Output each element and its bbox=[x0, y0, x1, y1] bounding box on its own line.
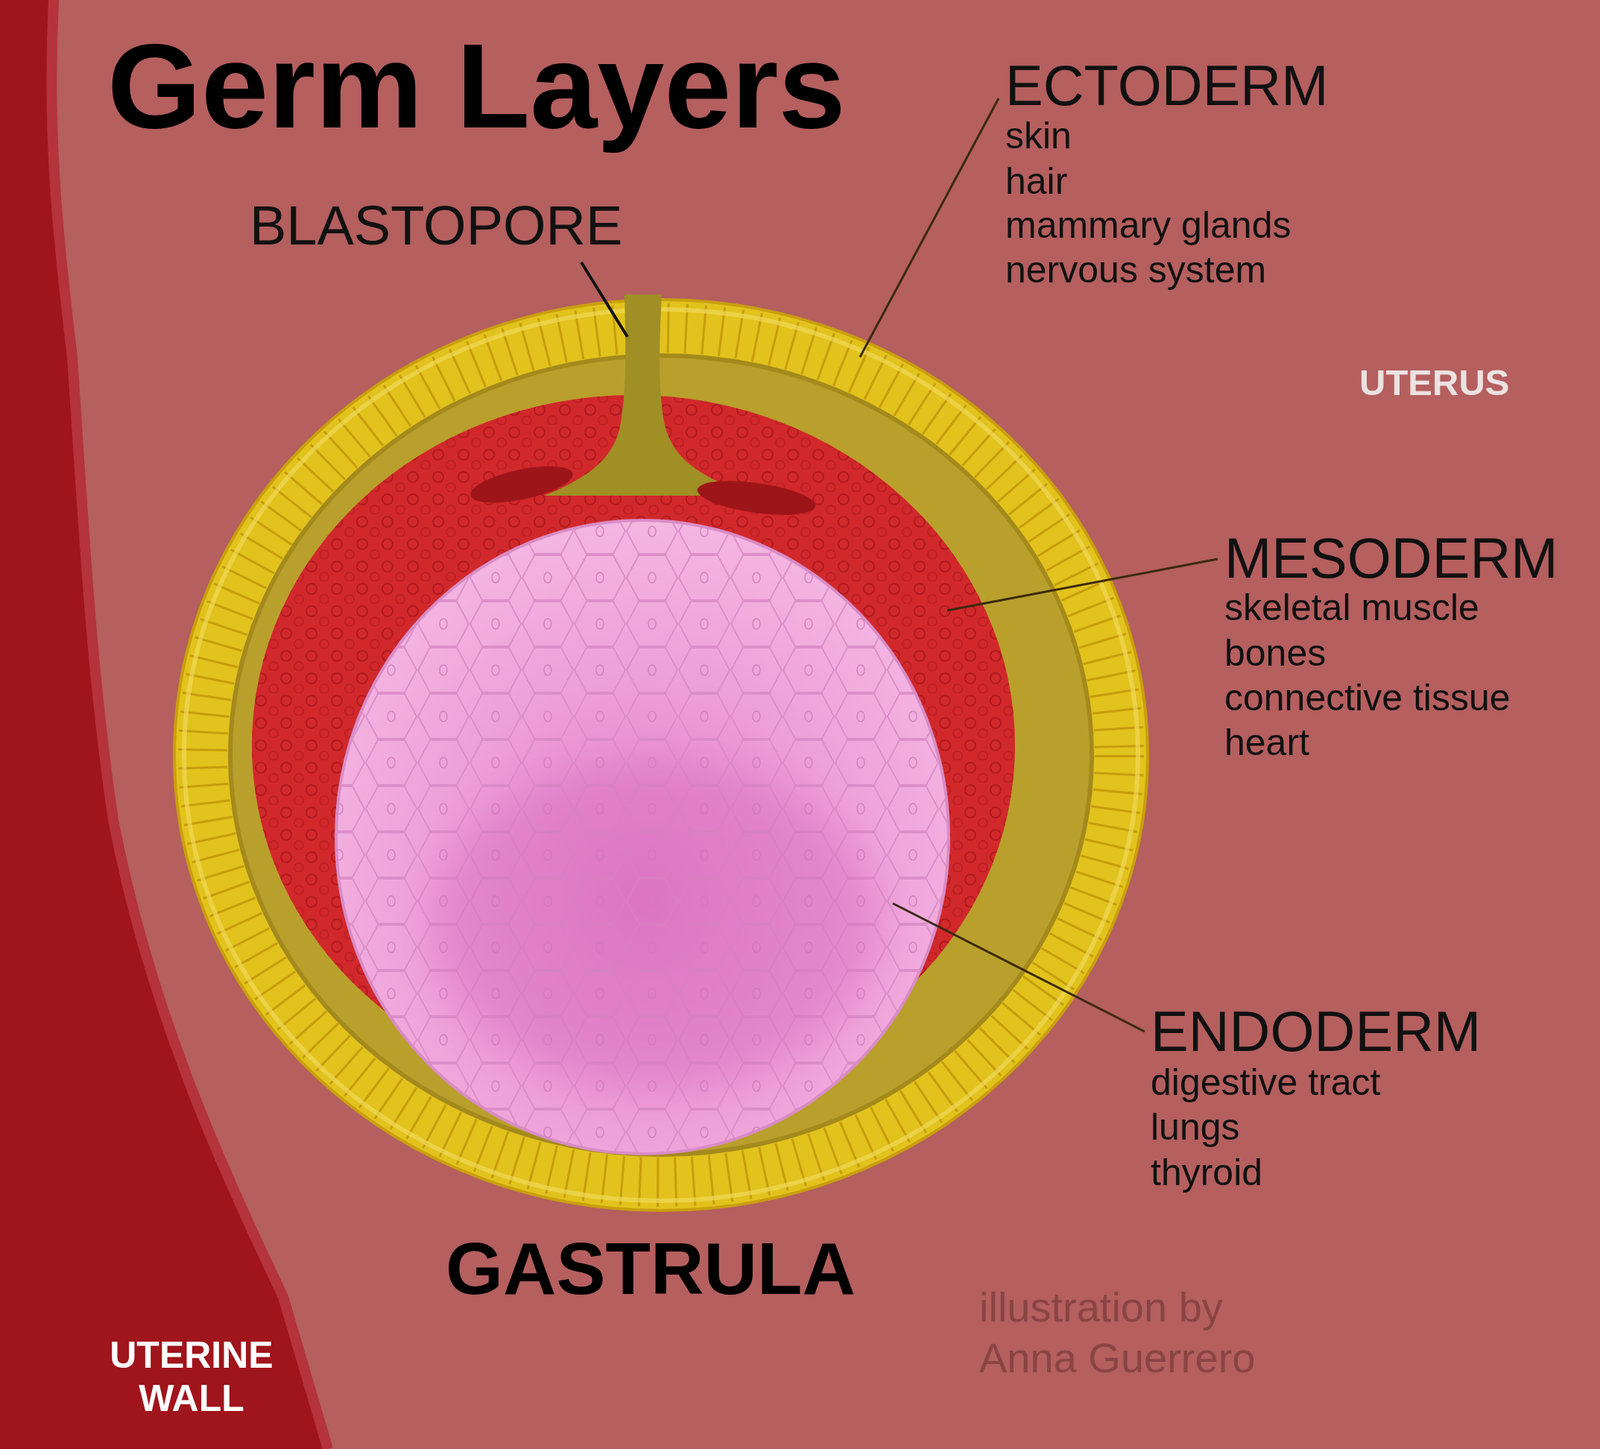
derivative-item: skin bbox=[1005, 117, 1072, 155]
derivative-item: hair bbox=[1005, 162, 1068, 200]
derivative-item: mammary glands bbox=[1005, 206, 1291, 244]
region-label: UTERINE WALL bbox=[105, 1333, 278, 1420]
part-label: BLASTOPORE bbox=[249, 198, 623, 254]
layer-heading: MESODERM bbox=[1224, 529, 1559, 587]
figure-caption: GASTRULA bbox=[445, 1231, 856, 1305]
blastopore-channel bbox=[544, 294, 753, 496]
derivative-item: bones bbox=[1224, 634, 1326, 672]
derivative-item: thyroid bbox=[1150, 1153, 1263, 1191]
diagram-title: Germ Layers bbox=[107, 25, 846, 147]
derivative-item: digestive tract bbox=[1150, 1063, 1381, 1101]
layer-heading: ENDODERM bbox=[1150, 1003, 1481, 1060]
leader-line bbox=[859, 98, 999, 357]
credit-note: illustration by Anna Guerrero bbox=[979, 1281, 1300, 1384]
region-label: UTERUS bbox=[1359, 364, 1510, 401]
blastopore-lip bbox=[467, 459, 576, 510]
leader-line bbox=[947, 558, 1218, 611]
derivative-item: skeletal muscle bbox=[1224, 588, 1480, 626]
endoderm-layer bbox=[336, 520, 949, 1154]
layer-heading: ECTODERM bbox=[1005, 57, 1329, 115]
derivative-item: lungs bbox=[1150, 1108, 1241, 1146]
derivative-item: nervous system bbox=[1005, 251, 1267, 289]
leader-line bbox=[892, 903, 1145, 1032]
leader-line bbox=[581, 262, 628, 337]
endoderm-cells bbox=[336, 520, 949, 1154]
endoderm-core bbox=[432, 760, 880, 1089]
derivative-item: connective tissue bbox=[1224, 678, 1511, 717]
blastopore-lip bbox=[695, 474, 818, 521]
derivative-item: heart bbox=[1224, 723, 1310, 761]
